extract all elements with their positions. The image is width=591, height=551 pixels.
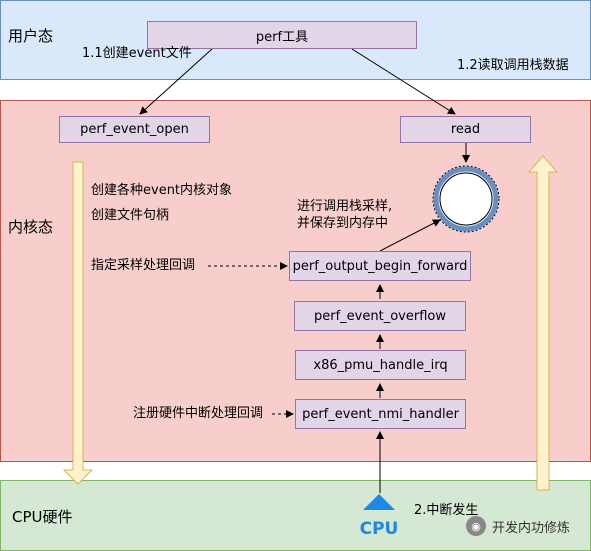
perf-event-open-box: perf_event_open [59, 116, 210, 143]
user-layer-label: 用户态 [8, 27, 54, 45]
label-sample-callstack-2: 并保存到内存中 [297, 216, 389, 231]
label-read-callstack: 1.2读取调用栈数据 [457, 58, 569, 73]
watermark: ◉ 开发内功修炼 [466, 516, 570, 536]
x86-pmu-handle-irq-box: x86_pmu_handle_irq [295, 350, 466, 380]
label-set-sample-callback: 指定采样处理回调 [91, 258, 196, 273]
label-create-file-handle: 创建文件句柄 [91, 208, 170, 223]
kernel-layer-label: 内核态 [8, 218, 54, 236]
perf-tool-box: perf工具 [147, 21, 417, 49]
cpu-icon: CPU [355, 494, 403, 539]
cpu-icon-text: CPU [360, 519, 399, 538]
watermark-text: 开发内功修炼 [492, 520, 571, 536]
perf-event-overflow-box: perf_event_overflow [294, 301, 466, 331]
perf-event-nmi-handler-box: perf_event_nmi_handler [295, 399, 466, 429]
read-box: read [400, 116, 531, 143]
label-create-kernel-objects: 创建各种event内核对象 [91, 183, 233, 198]
cpu-layer-label: CPU硬件 [12, 508, 73, 526]
perf-output-begin-forward-box: perf_output_begin_forward [289, 251, 471, 281]
label-interrupt-occurs: 2.中断发生 [414, 503, 479, 518]
wechat-icon: ◉ [466, 516, 486, 536]
label-create-event-file: 1.1创建event文件 [82, 46, 192, 61]
label-sample-callstack-1: 进行调用栈采样, [297, 199, 393, 214]
label-register-interrupt-callback: 注册硬件中断处理回调 [133, 406, 264, 421]
